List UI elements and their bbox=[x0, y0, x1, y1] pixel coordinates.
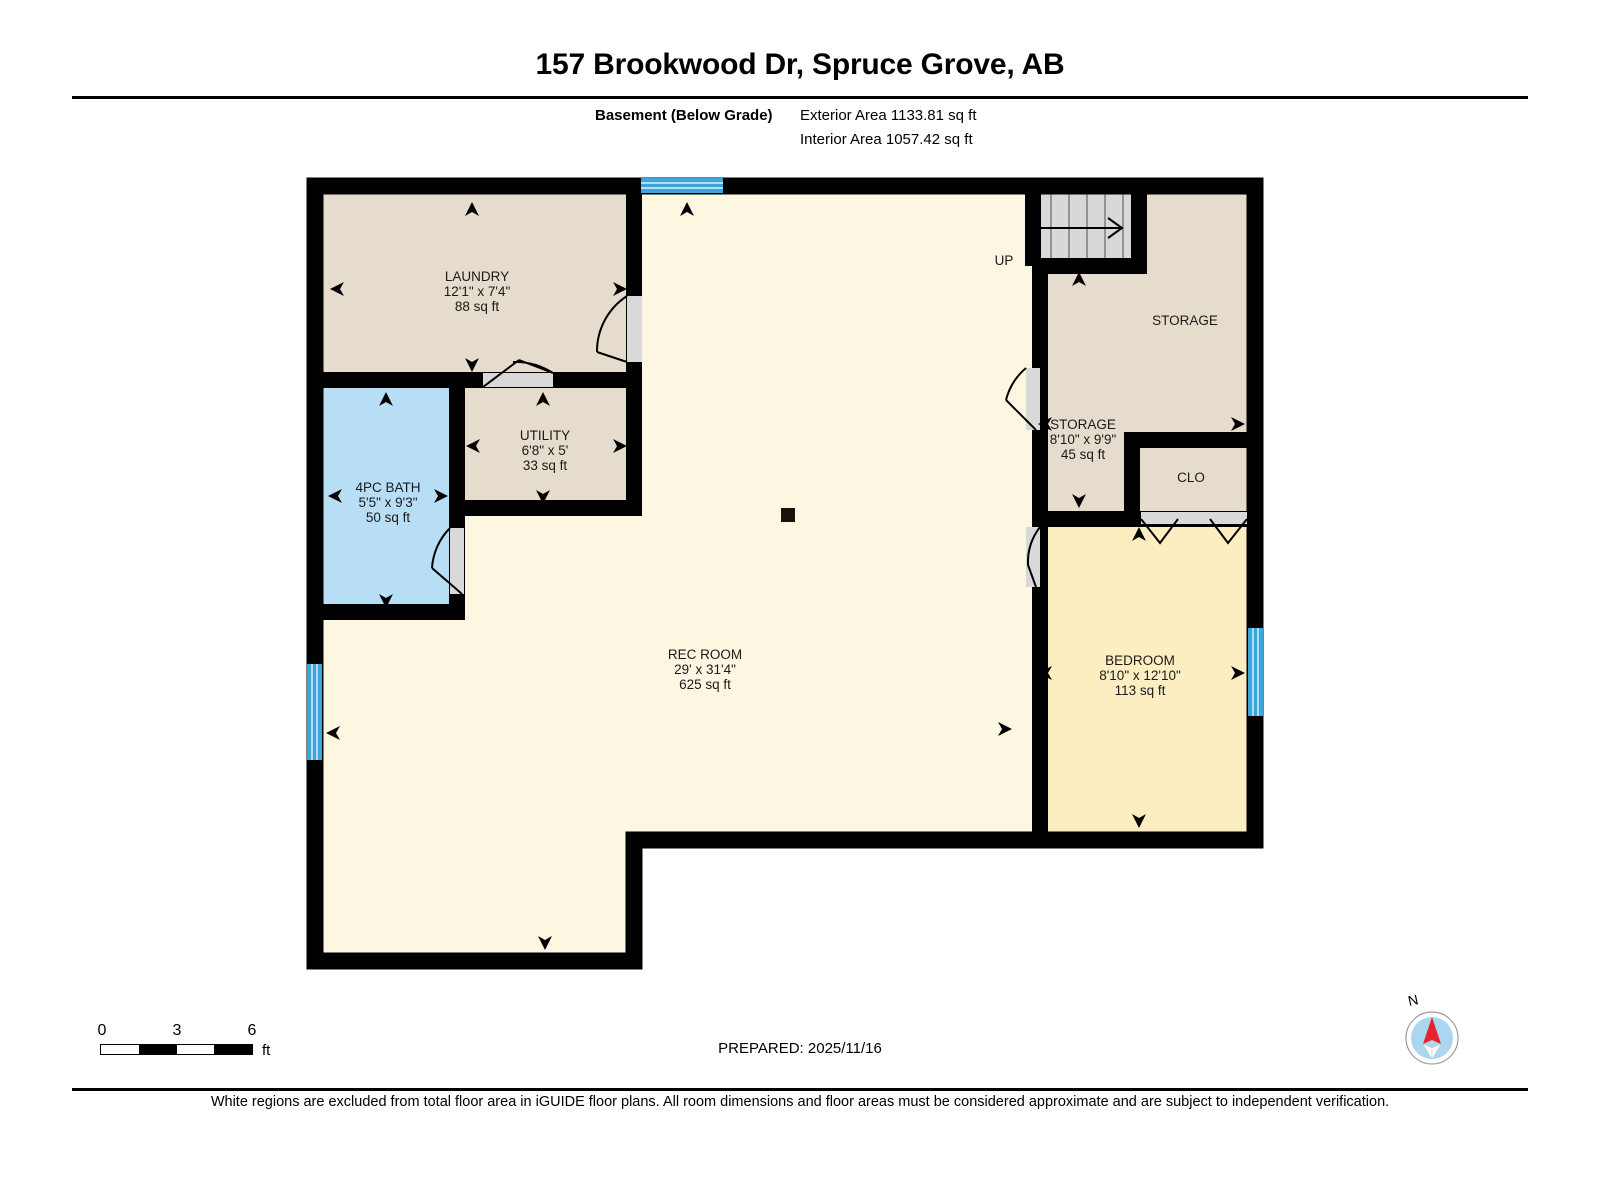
room-dims-utility: 6'8" x 5' bbox=[522, 443, 569, 458]
room-area-bedroom: 113 sq ft bbox=[1115, 683, 1166, 698]
door-bedroom bbox=[1026, 526, 1041, 588]
room-shape-bedroom bbox=[1033, 519, 1247, 832]
stairs-up bbox=[1032, 189, 1140, 267]
area-summary: Basement (Below Grade) Exterior Area 113… bbox=[595, 107, 1155, 155]
stairs-up-label: UP bbox=[995, 253, 1014, 268]
room-label-laundry: LAUNDRY bbox=[445, 269, 509, 284]
scale-tick-0: 0 bbox=[97, 1022, 107, 1039]
scale-bar-segments bbox=[100, 1044, 253, 1055]
room-label-bedroom: BEDROOM bbox=[1105, 653, 1175, 668]
footer-divider bbox=[72, 1088, 1528, 1091]
floor-level-label: Basement (Below Grade) bbox=[595, 107, 773, 124]
room-label-storage-upper: STORAGE bbox=[1152, 313, 1218, 328]
window-right bbox=[1248, 628, 1263, 716]
room-dims-rec-room: 29' x 31'4" bbox=[674, 662, 736, 677]
room-shape-laundry bbox=[323, 194, 634, 372]
room-area-storage: 45 sq ft bbox=[1061, 447, 1106, 462]
door-laundry-south bbox=[482, 359, 554, 388]
wall-outline bbox=[306, 177, 1264, 970]
support-post bbox=[781, 508, 795, 522]
room-label-bath: 4PC BATH bbox=[355, 480, 420, 495]
page-title: 157 Brookwood Dr, Spruce Grove, AB bbox=[535, 48, 1065, 81]
room-area-utility: 33 sq ft bbox=[523, 458, 568, 473]
room-area-laundry: 88 sq ft bbox=[455, 299, 500, 314]
room-label-rec-room: REC ROOM bbox=[668, 647, 742, 662]
room-labels: LAUNDRY 12'1" x 7'4" 88 sq ft UTILITY 6'… bbox=[355, 253, 1217, 698]
room-area-rec-room: 625 sq ft bbox=[679, 677, 731, 692]
room-dims-storage: 8'10" x 9'9" bbox=[1050, 432, 1117, 447]
scale-tick-3: 3 bbox=[172, 1022, 182, 1039]
disclaimer-text: White regions are excluded from total fl… bbox=[210, 1094, 1390, 1110]
door-storage bbox=[1005, 367, 1040, 431]
room-shape-closet bbox=[1140, 447, 1247, 519]
room-label-closet: CLO bbox=[1177, 470, 1205, 485]
room-shape-bath bbox=[323, 388, 453, 612]
scale-unit-label: ft bbox=[262, 1042, 271, 1059]
door-laundry-east bbox=[595, 295, 642, 363]
room-area-bath: 50 sq ft bbox=[366, 510, 411, 525]
room-label-storage: STORAGE bbox=[1050, 417, 1116, 432]
scale-bar: 0 3 6 ft bbox=[97, 1022, 330, 1067]
room-dims-bedroom: 8'10" x 12'10" bbox=[1099, 668, 1181, 683]
door-closet-bifold bbox=[1140, 512, 1248, 545]
room-dims-laundry: 12'1" x 7'4" bbox=[444, 284, 511, 299]
dimension-arrows bbox=[326, 202, 1245, 950]
door-bath bbox=[431, 527, 464, 595]
interior-area-value: Interior Area 1057.42 sq ft bbox=[800, 131, 973, 148]
room-shape-storage bbox=[1033, 194, 1247, 440]
title-divider bbox=[72, 96, 1528, 99]
room-shape-utility bbox=[461, 388, 634, 508]
window-top bbox=[641, 178, 723, 193]
room-shape-storage-lower bbox=[1033, 432, 1140, 520]
scale-bar-ticks: 0 3 6 bbox=[97, 1022, 257, 1042]
room-label-utility: UTILITY bbox=[520, 428, 570, 443]
compass-icon bbox=[1405, 1011, 1459, 1065]
compass-rose: N bbox=[1392, 991, 1468, 1070]
window-left bbox=[307, 664, 322, 760]
scale-tick-6: 6 bbox=[247, 1022, 257, 1039]
exterior-area-value: Exterior Area 1133.81 sq ft bbox=[800, 107, 977, 124]
prepared-date: PREPARED: 2025/11/16 bbox=[718, 1040, 882, 1057]
room-dims-bath: 5'5" x 9'3" bbox=[358, 495, 417, 510]
